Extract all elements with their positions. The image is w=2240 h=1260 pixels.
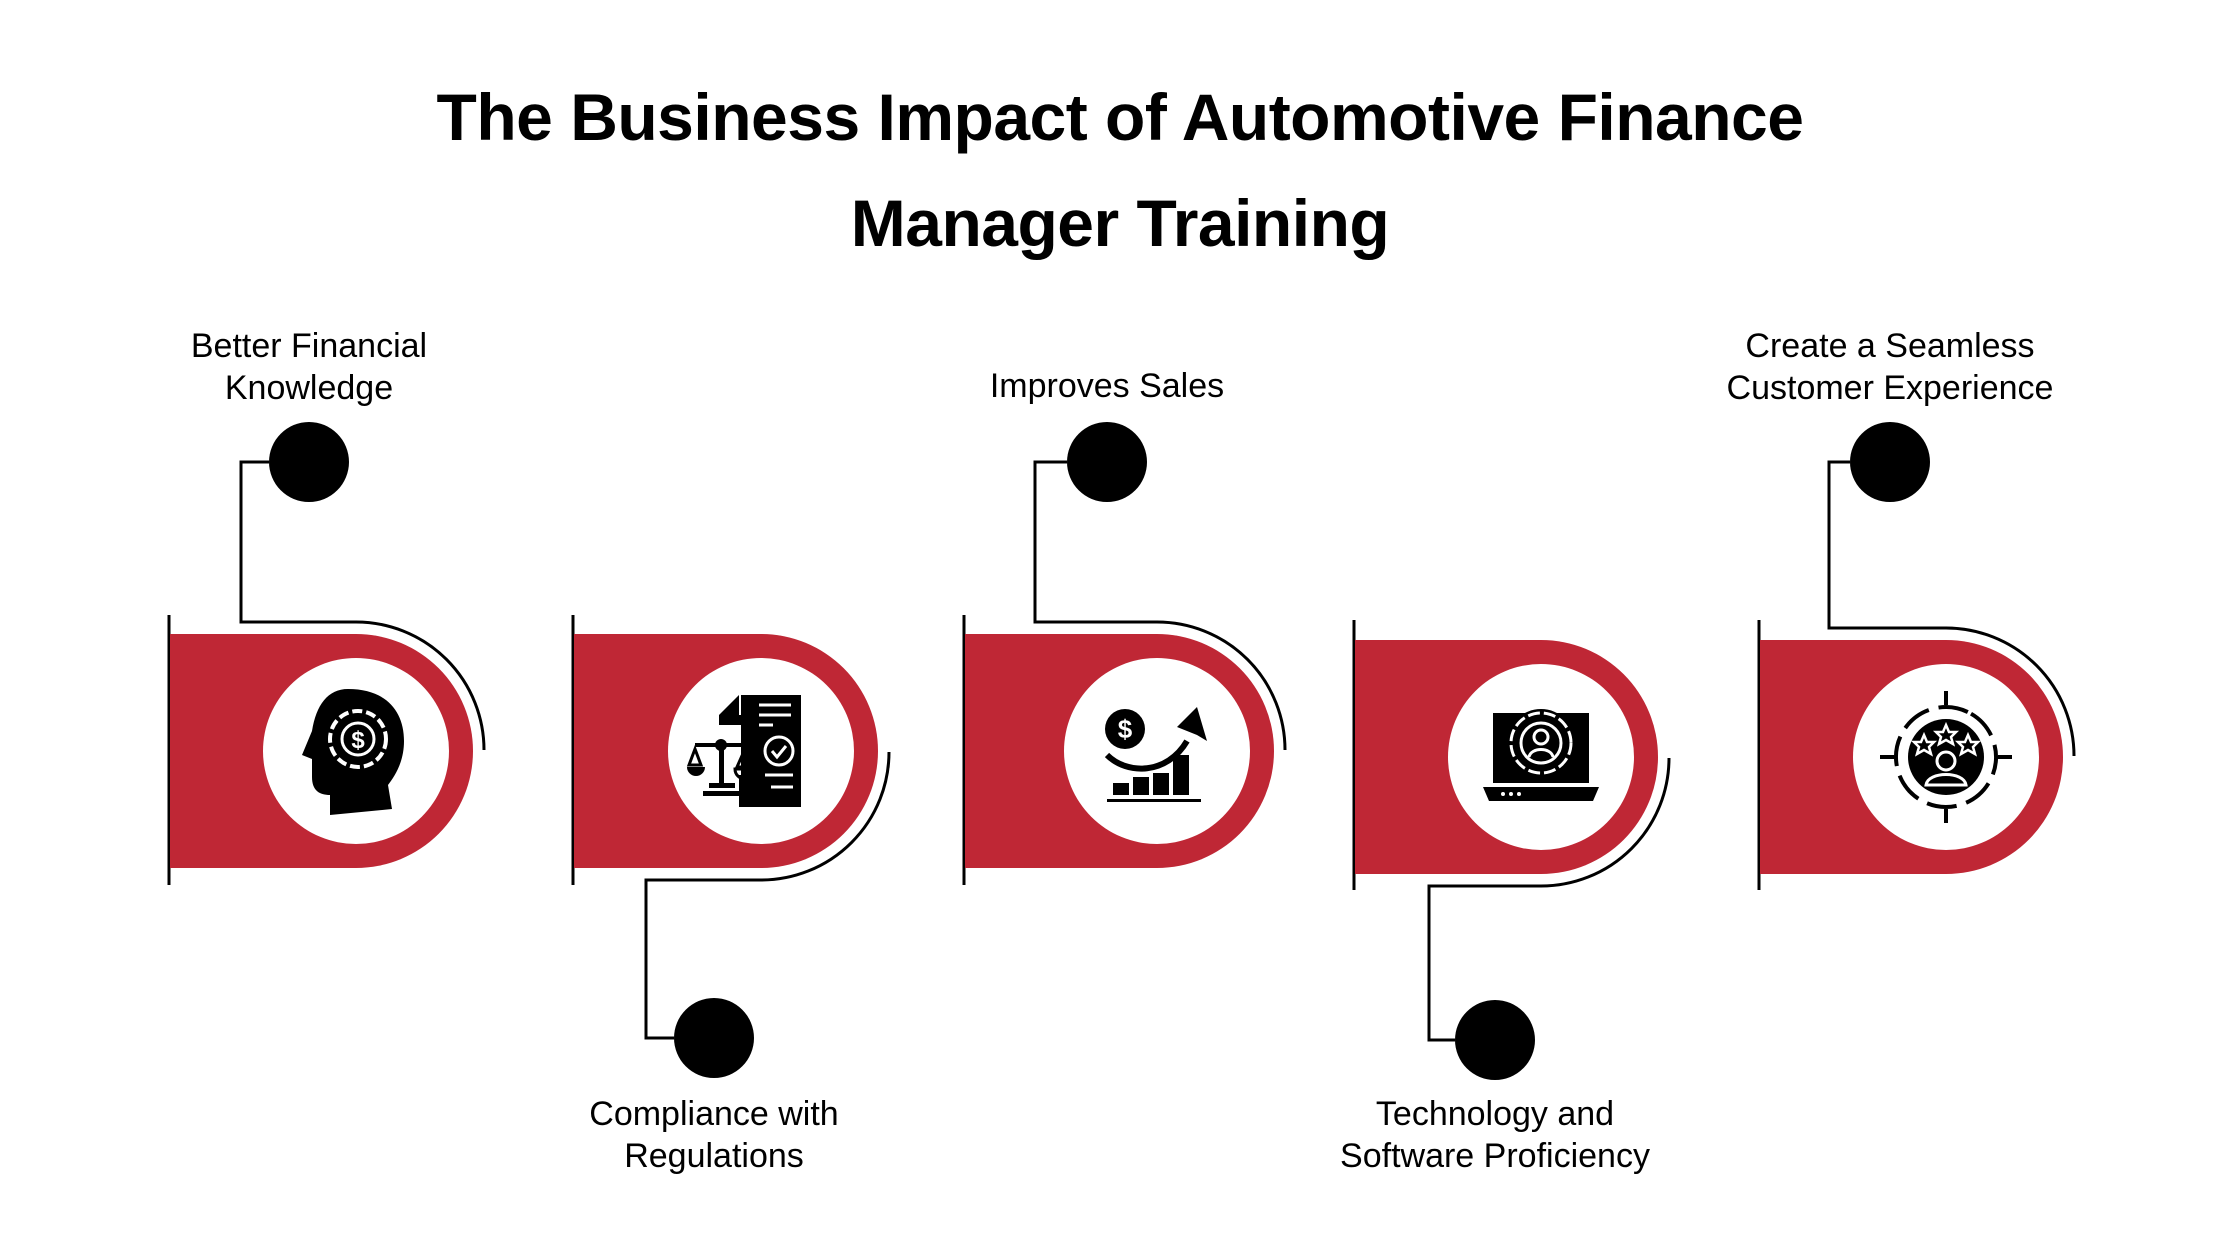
- step-1-card: $: [167, 422, 486, 885]
- legal-document-scale-icon: [686, 695, 801, 807]
- svg-text:$: $: [351, 727, 365, 754]
- step-4-label-line-2: Software Proficiency: [1340, 1137, 1650, 1175]
- step-2-label-line-1: Compliance with: [589, 1095, 839, 1133]
- step-5-card: [1757, 422, 2076, 890]
- step-2-label-line-2: Regulations: [624, 1137, 804, 1175]
- step-2-dot: [674, 998, 754, 1078]
- step-1-label-line-2: Knowledge: [224, 369, 394, 407]
- customer-rating-target-icon: [1880, 691, 2012, 823]
- step-2-label: Compliance with Regulations: [504, 1093, 924, 1177]
- page-title-line-2: Manager Training: [850, 186, 1390, 260]
- step-3-dot: [1067, 422, 1147, 502]
- step-4-label-line-1: Technology and: [1375, 1095, 1615, 1133]
- svg-text:$: $: [1118, 714, 1133, 744]
- step-2-card: [571, 615, 891, 1078]
- head-gear-dollar-icon: $: [302, 689, 404, 815]
- step-1-label-line-1: Better Financial: [190, 327, 428, 365]
- step-1-label: Better Financial Knowledge: [99, 325, 519, 409]
- step-3-icon-circle: [1064, 658, 1250, 844]
- laptop-gear-user-icon: [1483, 709, 1599, 801]
- step-3-label-line-1: Improves Sales: [989, 367, 1225, 405]
- step-5-connector: [1827, 460, 2076, 757]
- step-5-label-line-1: Create a Seamless: [1745, 327, 2035, 365]
- step-1-connector: [239, 460, 486, 751]
- step-3-label: Improves Sales: [897, 365, 1317, 407]
- step-3-connector: [1033, 460, 1287, 751]
- step-5-label: Create a Seamless Customer Experience: [1680, 325, 2100, 409]
- step-1-dot: [269, 422, 349, 502]
- step-5-dot: [1850, 422, 1930, 502]
- step-4-dot: [1455, 1000, 1535, 1080]
- step-5-label-line-2: Customer Experience: [1726, 369, 2054, 407]
- page-title-line-1: The Business Impact of Automotive Financ…: [436, 80, 1804, 154]
- sales-growth-chart-icon: $: [1104, 707, 1207, 802]
- step-4-card: [1352, 620, 1671, 1080]
- step-2-connector: [644, 751, 891, 1040]
- step-3-card: $: [962, 422, 1287, 885]
- step-4-label: Technology and Software Proficiency: [1285, 1093, 1705, 1177]
- step-4-connector: [1427, 757, 1671, 1042]
